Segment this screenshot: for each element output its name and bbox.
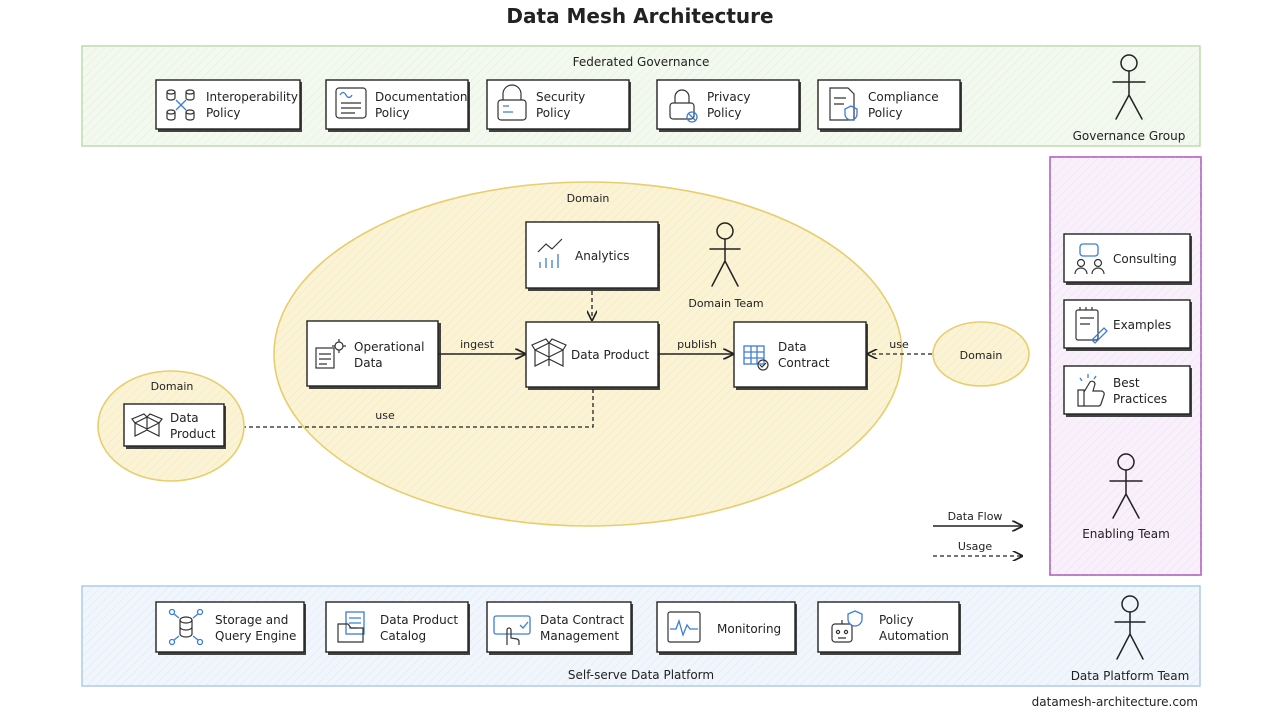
use-left-label: use bbox=[375, 409, 395, 422]
platform-item-line2: Query Engine bbox=[215, 629, 296, 643]
lock-icon bbox=[497, 84, 527, 121]
legend: Data Flow Usage bbox=[933, 510, 1022, 556]
enabling-item-best-practices[interactable]: Best Practices bbox=[1063, 365, 1192, 417]
legend-data-flow-label: Data Flow bbox=[948, 510, 1003, 523]
platform-item-contract-management[interactable]: Data Contract Management bbox=[486, 601, 633, 655]
operational-data-line1: Operational bbox=[354, 340, 424, 354]
governance-label: Federated Governance bbox=[573, 55, 710, 69]
policy-card-documentation[interactable]: Documentation Policy bbox=[325, 79, 470, 132]
left-data-product-line2: Product bbox=[170, 427, 216, 441]
legend-usage-label: Usage bbox=[958, 540, 993, 553]
left-domain-label: Domain bbox=[151, 380, 194, 393]
platform-item-line1: Storage and bbox=[215, 613, 288, 627]
contract-management-icon bbox=[493, 615, 531, 645]
platform-item-catalog[interactable]: Data Product Catalog bbox=[325, 601, 470, 655]
left-data-product-node[interactable]: Data Product bbox=[123, 403, 226, 449]
enabling-item-consulting[interactable]: Consulting bbox=[1063, 233, 1192, 285]
data-platform-team-person-icon bbox=[1114, 595, 1146, 660]
domain-team-person-icon bbox=[709, 222, 741, 287]
policy-card-line1: Documentation bbox=[375, 90, 468, 104]
data-product-label: Data Product bbox=[571, 348, 649, 362]
publish-label: publish bbox=[677, 338, 717, 351]
analytics-node[interactable]: Analytics bbox=[525, 221, 660, 291]
storage-icon bbox=[168, 608, 204, 646]
enabling-item-label: Examples bbox=[1113, 318, 1171, 332]
platform-item-line2: Management bbox=[540, 629, 619, 643]
enabling-team-label: Enabling Team bbox=[1082, 527, 1170, 541]
platform-band: Storage and Query Engine Data Product Ca… bbox=[81, 585, 1201, 687]
data-contract-node[interactable]: Data Contract bbox=[733, 321, 868, 390]
analytics-label: Analytics bbox=[575, 249, 630, 263]
governance-group-person-icon bbox=[1112, 54, 1146, 120]
contract-icon bbox=[743, 345, 769, 371]
data-contract-line1: Data bbox=[778, 340, 807, 354]
diagram-title: Data Mesh Architecture bbox=[506, 4, 773, 28]
governance-band: Federated Governance Interoperability Po… bbox=[81, 45, 1201, 147]
main-domain: Domain Analytics Domain Team bbox=[225, 181, 903, 527]
thumbs-up-icon bbox=[1077, 374, 1105, 407]
data-platform-team-label: Data Platform Team bbox=[1071, 669, 1190, 683]
platform-item-line1: Policy bbox=[879, 613, 914, 627]
policy-card-security[interactable]: Security Policy bbox=[486, 79, 631, 132]
platform-item-monitoring[interactable]: Monitoring bbox=[656, 601, 797, 655]
database-link-icon bbox=[166, 89, 195, 121]
policy-card-line1: Interoperability bbox=[206, 90, 298, 104]
data-product-node[interactable]: Data Product bbox=[525, 321, 660, 390]
document-icon bbox=[335, 87, 367, 119]
policy-card-compliance[interactable]: Compliance Policy bbox=[817, 79, 962, 132]
policy-card-line2: Policy bbox=[868, 106, 903, 120]
platform-item-line2: Automation bbox=[879, 629, 949, 643]
monitoring-icon bbox=[667, 611, 701, 643]
left-data-product-line1: Data bbox=[170, 411, 199, 425]
operational-data-line2: Data bbox=[354, 356, 383, 370]
use-left-arrow bbox=[225, 389, 594, 427]
consulting-icon bbox=[1074, 243, 1105, 275]
analytics-chart-icon bbox=[537, 238, 563, 268]
policy-card-line2: Policy bbox=[707, 106, 742, 120]
domain-team-label: Domain Team bbox=[688, 297, 763, 310]
policy-card-line1: Compliance bbox=[868, 90, 939, 104]
enabling-item-examples[interactable]: Examples bbox=[1063, 299, 1192, 351]
right-domain-label: Domain bbox=[960, 349, 1003, 362]
platform-item-storage[interactable]: Storage and Query Engine bbox=[155, 601, 306, 655]
governance-group-label: Governance Group bbox=[1073, 129, 1186, 143]
enabling-team-panel: Consulting Examples Best Practices bbox=[1049, 156, 1202, 576]
platform-item-line1: Data Contract bbox=[540, 613, 624, 627]
platform-label: Self-serve Data Platform bbox=[568, 668, 714, 682]
enabling-item-line2: Practices bbox=[1113, 392, 1167, 406]
box-cube-icon bbox=[131, 413, 163, 437]
compliance-icon bbox=[829, 87, 858, 121]
platform-item-label: Monitoring bbox=[717, 622, 781, 636]
policy-card-privacy[interactable]: Privacy Policy bbox=[656, 79, 801, 132]
footer-url[interactable]: datamesh-architecture.com bbox=[1032, 695, 1198, 709]
data-contract-line2: Contract bbox=[778, 356, 830, 370]
operational-data-icon bbox=[315, 339, 346, 369]
examples-icon bbox=[1075, 307, 1108, 344]
main-domain-label: Domain bbox=[567, 192, 610, 205]
ingest-label: ingest bbox=[460, 338, 495, 351]
operational-data-node[interactable]: Operational Data bbox=[306, 320, 441, 389]
policy-card-line1: Privacy bbox=[707, 90, 750, 104]
policy-card-line2: Policy bbox=[536, 106, 571, 120]
robot-icon bbox=[831, 610, 863, 643]
platform-item-policy-automation[interactable]: Policy Automation bbox=[817, 601, 961, 655]
right-domain: Domain use bbox=[868, 321, 1030, 387]
enabling-item-label: Consulting bbox=[1113, 252, 1177, 266]
catalog-icon bbox=[337, 611, 365, 643]
left-domain: Domain Data Product bbox=[97, 370, 245, 482]
policy-card-line2: Policy bbox=[206, 106, 241, 120]
policy-card-interoperability[interactable]: Interoperability Policy bbox=[155, 79, 302, 132]
policy-card-line2: Policy bbox=[375, 106, 410, 120]
platform-item-line1: Data Product bbox=[380, 613, 458, 627]
right-domain-hatch bbox=[933, 322, 1029, 386]
policy-card-line1: Security bbox=[536, 90, 585, 104]
enabling-item-line1: Best bbox=[1113, 376, 1140, 390]
privacy-icon bbox=[669, 89, 698, 123]
enabling-team-person-icon bbox=[1109, 453, 1143, 519]
platform-item-line2: Catalog bbox=[380, 629, 426, 643]
use-right-label: use bbox=[889, 338, 909, 351]
box-cube-icon bbox=[531, 338, 567, 367]
